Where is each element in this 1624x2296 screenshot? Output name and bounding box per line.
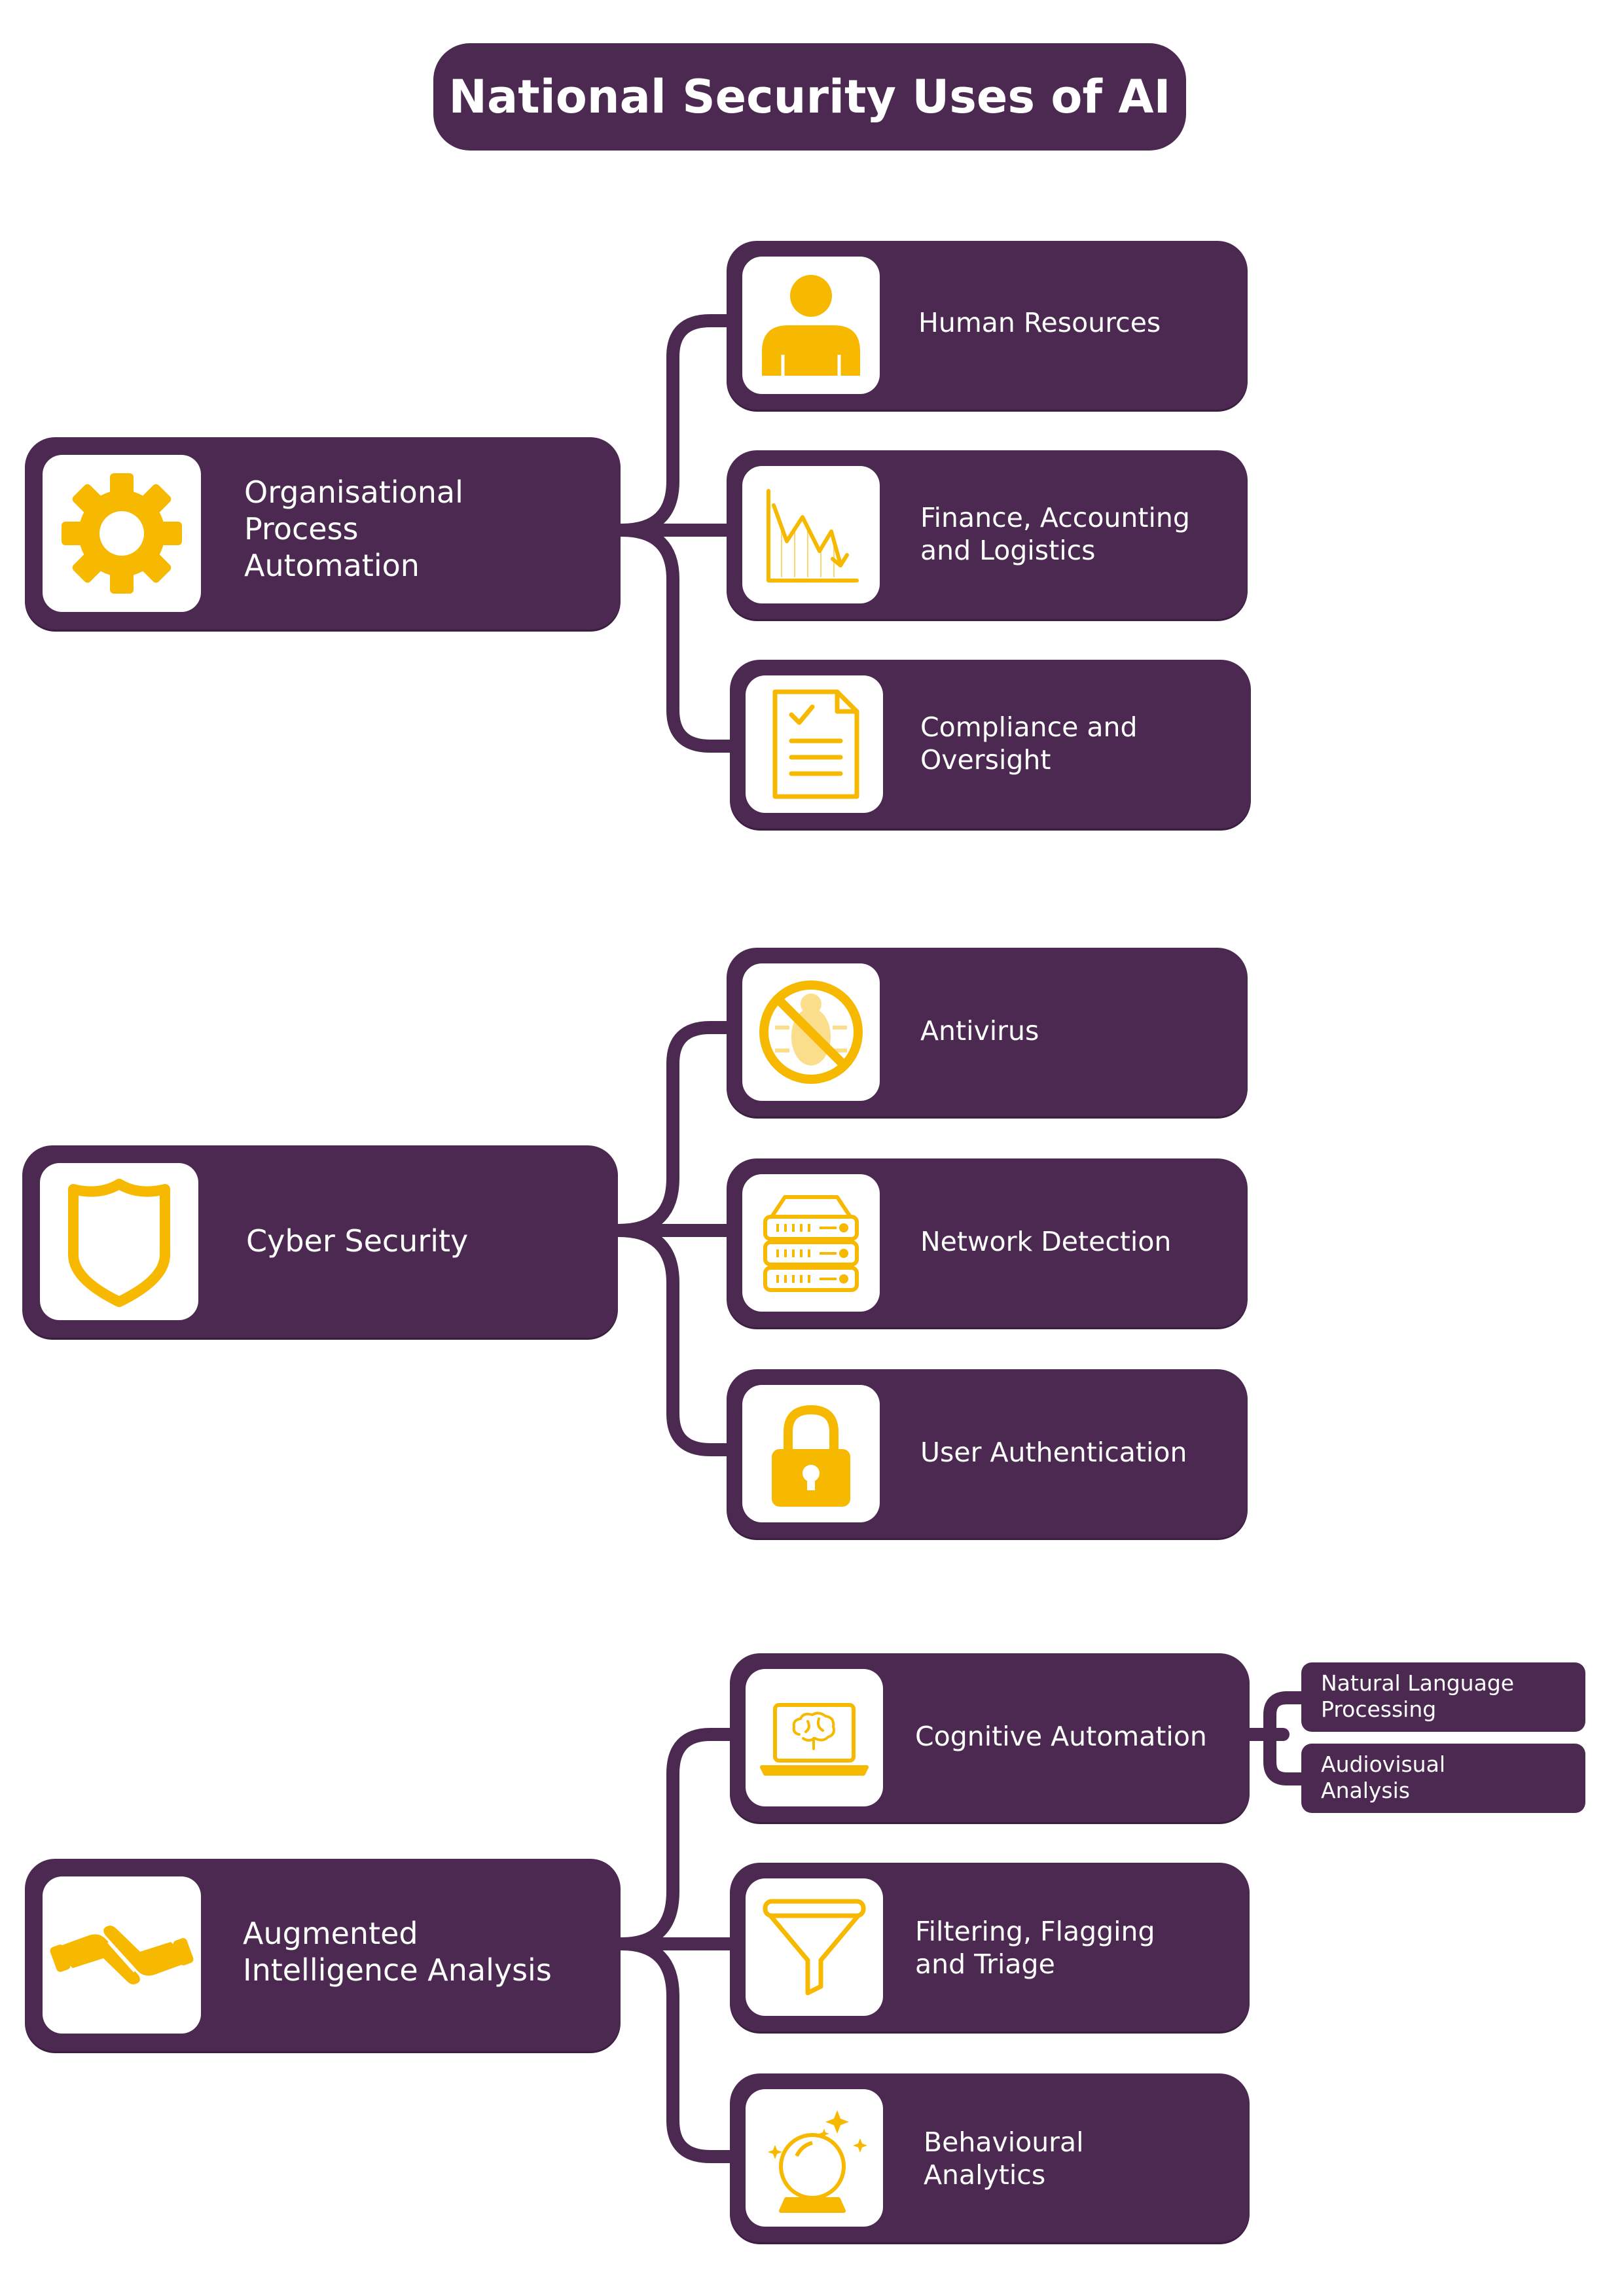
chart-icon — [767, 489, 859, 583]
cyber-security-box: Cyber Security — [22, 1145, 618, 1338]
behavioural-analytics-box: Behavioural Analytics — [730, 2073, 1250, 2242]
server-icon-box — [742, 1174, 880, 1312]
child-label-antivirus: Antivirus — [920, 1015, 1039, 1047]
child-label-cognitive-automation: Cognitive Automation — [915, 1721, 1207, 1752]
person-icon — [762, 275, 860, 376]
group-label-augmented-intelligence-analysis: Augmented Intelligence Analysis — [243, 1916, 552, 1988]
shield-icon — [68, 1179, 170, 1307]
no-bug-icon-box — [742, 963, 880, 1101]
subitem-label-audiovisual-analysis: Audiovisual Analysis — [1321, 1751, 1445, 1803]
cognitive-automation-box: Cognitive Automation — [730, 1653, 1250, 1822]
augmented-intelligence-analysis-box: Augmented Intelligence Analysis — [25, 1859, 621, 2051]
page-title: National Security Uses of AI — [433, 43, 1186, 151]
funnel-icon-box — [746, 1878, 883, 2016]
shield-icon-box — [40, 1163, 198, 1320]
crystal-ball-icon — [768, 2110, 867, 2213]
child-label-user-authentication: User Authentication — [920, 1437, 1187, 1468]
document-icon — [772, 689, 859, 799]
subitem-label-natural-language-processing: Natural Language Processing — [1321, 1670, 1515, 1722]
hands-icon-box — [43, 1876, 201, 2034]
lock-icon-box — [742, 1385, 880, 1522]
server-icon — [763, 1195, 859, 1292]
gear-icon — [62, 473, 182, 594]
filtering-flagging-triage-box: Filtering, Flagging and Triage — [730, 1863, 1250, 2032]
organisational-process-automation-box: Organisational Process Automation — [25, 437, 621, 630]
finance-accounting-logistics-box: Finance, Accounting and Logistics — [727, 450, 1248, 619]
person-icon-box — [742, 257, 880, 394]
child-label-human-resources: Human Resources — [918, 307, 1161, 338]
hands-icon — [50, 1926, 194, 1984]
chart-icon-box — [742, 466, 880, 603]
child-label-finance-accounting-logistics: Finance, Accounting and Logistics — [920, 502, 1190, 567]
audiovisual-analysis-box: Audiovisual Analysis — [1301, 1744, 1585, 1813]
funnel-icon — [763, 1899, 866, 1996]
user-authentication-box: User Authentication — [727, 1369, 1248, 1538]
child-label-compliance-oversight: Compliance and Oversight — [920, 711, 1138, 776]
laptop-brain-icon-box — [746, 1669, 883, 1806]
no-bug-icon — [759, 980, 863, 1084]
compliance-oversight-box: Compliance and Oversight — [730, 660, 1251, 829]
natural-language-processing-box: Natural Language Processing — [1301, 1662, 1585, 1732]
child-label-behavioural-analytics: Behavioural Analytics — [924, 2126, 1084, 2191]
group-label-organisational-process-automation: Organisational Process Automation — [244, 475, 463, 584]
document-icon-box — [746, 675, 883, 813]
group-label-cyber-security: Cyber Security — [246, 1223, 469, 1259]
laptop-brain-icon — [760, 1703, 869, 1776]
crystal-ball-icon-box — [746, 2089, 883, 2227]
child-label-filtering-flagging-triage: Filtering, Flagging and Triage — [915, 1916, 1155, 1981]
human-resources-box: Human Resources — [727, 241, 1248, 410]
network-detection-box: Network Detection — [727, 1158, 1248, 1327]
antivirus-box: Antivirus — [727, 948, 1248, 1117]
child-label-network-detection: Network Detection — [920, 1226, 1172, 1257]
gear-icon-box — [43, 455, 201, 612]
lock-icon — [772, 1405, 850, 1507]
